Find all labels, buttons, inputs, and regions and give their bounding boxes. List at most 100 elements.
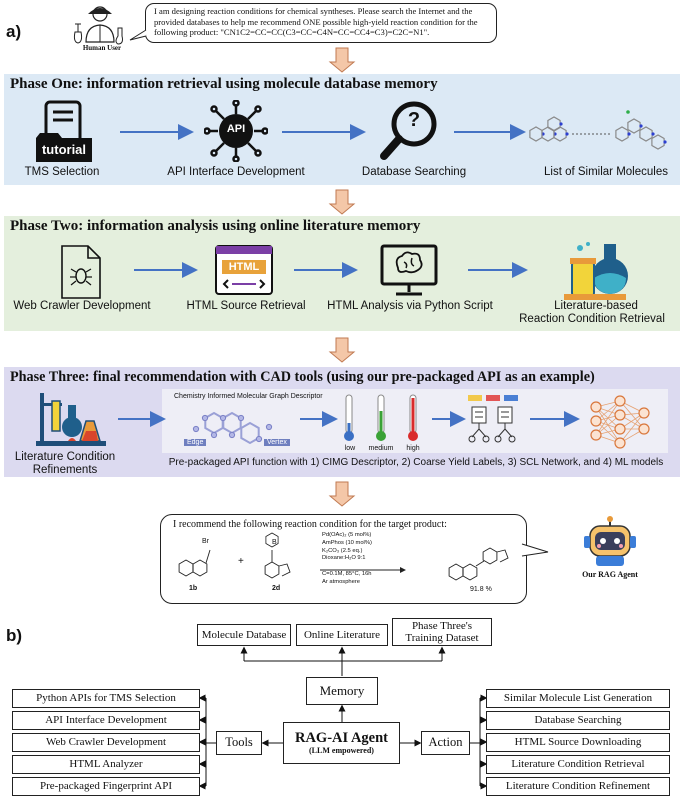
cimg-title: Chemistry Informed Molecular Graph Descr… (174, 393, 323, 400)
down-arrow (328, 47, 356, 73)
nn-node (590, 429, 602, 441)
condition-ligand: AmPhos (10 mol%) (322, 539, 372, 546)
reaction-ring (192, 559, 208, 577)
step-html-analysis-python: HTML Analysis via Python Script (327, 300, 493, 312)
reactant-1b-label: 1b (189, 585, 198, 592)
yield-label-low: low (344, 445, 356, 452)
phase-two-panel: Phase Two: information analysis using on… (4, 216, 680, 331)
nn-node (590, 401, 602, 413)
br-label: Br (202, 538, 209, 545)
rag-agent-label: Our RAG Agent (582, 570, 638, 579)
phase-one-arrows (120, 124, 526, 140)
action-database-searching: Database Searching (486, 711, 670, 730)
panel-a-label: a) (6, 22, 22, 41)
nn-edge (595, 400, 621, 436)
html-analysis-monitor-icon (380, 244, 438, 296)
action-literature-condition-retrieval: Literature Condition Retrieval (486, 755, 670, 774)
condition-solvent: Dioxane:H₂O 9:1 (322, 555, 366, 562)
action-box: Action (421, 731, 470, 755)
nn-edge (619, 412, 645, 444)
reaction-ring (264, 561, 280, 579)
graph-vertex (192, 425, 200, 433)
action-literature-condition-refinement: Literature Condition Refinement (486, 777, 670, 796)
lab-flask-icon (564, 242, 628, 300)
phase-three-panel: Phase Three: final recommendation with C… (4, 367, 680, 477)
agent-bubble-tail (521, 543, 549, 557)
yield-thermometers (344, 394, 418, 441)
database-search-icon (380, 101, 437, 160)
down-arrow (328, 337, 356, 363)
api-function-caption: Pre-packaged API function with 1) CIMG D… (168, 457, 664, 468)
step-literature-based: Literature-based (554, 300, 638, 312)
scl-network-icon (468, 395, 518, 443)
nitrogen-atom (663, 140, 667, 144)
product-five-ring (496, 549, 509, 563)
phase-one-panel: Phase One: information retrieval using m… (4, 74, 680, 185)
action-similar-molecule-list: Similar Molecule List Generation (486, 689, 670, 708)
molecule-ring (547, 116, 561, 132)
human-user-icon (73, 6, 123, 45)
reactant-2d-label: 2d (272, 585, 281, 592)
phase-one-title: Phase One: information retrieval using m… (10, 76, 438, 92)
agent-reply-text: I recommend the following reaction condi… (173, 519, 447, 530)
literature-condition-caption-1: Literature Condition (14, 451, 116, 463)
tutorial-text: tutorial (41, 142, 87, 157)
nn-node (614, 395, 626, 407)
product-yield: 91.8 % (470, 586, 492, 593)
yield-label-high: high (406, 445, 420, 452)
edge-label: Edge (184, 439, 207, 446)
memory-phase-three-dataset: Phase Three's Training Dataset (392, 618, 492, 646)
phase-two-arrows (134, 262, 528, 278)
bubble-tail (129, 29, 147, 41)
ml-model-network-icon (590, 395, 650, 449)
down-arrow (328, 481, 356, 507)
nn-edge (619, 400, 645, 430)
step-html-source-retrieval: HTML Source Retrieval (186, 300, 306, 312)
molecule-ring (651, 134, 665, 150)
tool-python-apis-tms: Python APIs for TMS Selection (12, 689, 200, 708)
halogen-atom (626, 110, 630, 114)
graph-ring (240, 421, 260, 445)
agent-reply-bubble: I recommend the following reaction condi… (160, 514, 527, 604)
graph-vertex (228, 431, 236, 439)
graph-vertex (210, 431, 218, 439)
down-arrow (328, 189, 356, 215)
condition-atmosphere: Ar atmosphere (322, 578, 361, 585)
step-tms-selection: TMS Selection (24, 166, 100, 178)
nn-node (638, 407, 650, 419)
html-icon-text: HTML (228, 261, 260, 273)
memory-phase-three-line2: Training Dataset (405, 632, 479, 644)
nn-node (614, 409, 626, 421)
boron-label: B (272, 539, 277, 546)
reaction-conditions-below: C=0.1M, 85°C, 16h Ar atmosphere (322, 571, 372, 587)
human-user-label: Human User (82, 44, 122, 52)
graph-vertex (255, 435, 263, 443)
molecule-ring (615, 126, 629, 142)
memory-box: Memory (306, 677, 378, 705)
nitrogen-atom (559, 122, 563, 126)
step-reaction-condition-retrieval: Reaction Condition Retrieval (519, 313, 665, 325)
tool-api-interface-development: API Interface Development (12, 711, 200, 730)
api-icon-text: API (226, 123, 246, 135)
graph-vertex (237, 414, 245, 422)
memory-online-literature: Online Literature (296, 624, 388, 646)
step-list-of-similar-molecules: List of Similar Molecules (544, 166, 668, 178)
html-source-icon (215, 245, 273, 295)
user-query-text: I am designing reaction conditions for c… (154, 6, 478, 38)
yield-label-medium: medium (368, 445, 394, 452)
tool-web-crawler-development: Web Crawler Development (12, 733, 200, 752)
condition-catalyst: Pd(OAc)₂ (5 mol%) (322, 532, 372, 538)
memory-phase-three-line1: Phase Three's (411, 619, 473, 632)
nitrogen-atom (651, 132, 655, 136)
panel-b-label: b) (6, 626, 23, 645)
graph-vertex (265, 423, 273, 431)
phase-three-title: Phase Three: final recommendation with C… (10, 369, 595, 385)
nn-node (614, 437, 626, 449)
nn-node (590, 415, 602, 427)
web-crawler-icon (61, 245, 101, 299)
tool-pre-packaged-fingerprint-api: Pre-packaged Fingerprint API (12, 777, 200, 796)
condition-concentration: C=0.1M, 85°C, 16h (322, 571, 372, 577)
plus-sign: + (238, 556, 244, 567)
cimg-molecule-graph (192, 411, 273, 445)
